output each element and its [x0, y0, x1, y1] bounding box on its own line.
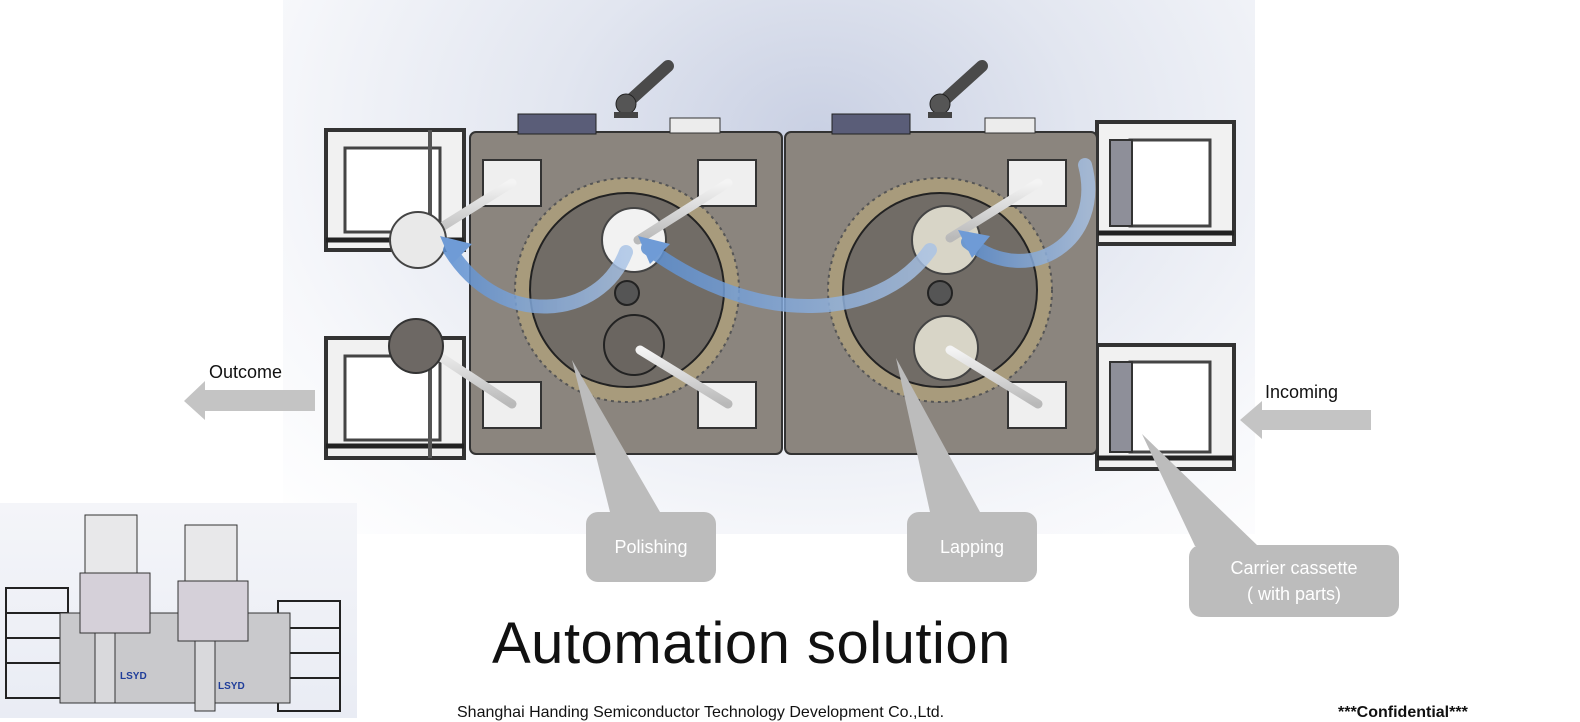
footer-company: Shanghai Handing Semiconductor Technolog… — [457, 704, 945, 721]
thumbnail-logo: LSYD — [120, 671, 147, 682]
incoming-cassette-rack-top — [1095, 120, 1236, 246]
outcome-label: Outcome — [209, 362, 283, 382]
polishing-callout: Polishing — [586, 512, 716, 582]
carrier-disc-out-top — [389, 211, 447, 269]
flow-arrowheads — [440, 230, 990, 264]
carrier-cassette-callout: Carrier cassette ( with parts) — [1189, 545, 1399, 617]
carrier-callout-line1: Carrier cassette — [1230, 558, 1358, 578]
incoming-cassette-rack-bottom — [1095, 343, 1236, 471]
lapping-machine — [784, 113, 1098, 455]
thumbnail-logo-2: LSYD — [218, 681, 245, 692]
robot-arm-left — [614, 60, 674, 118]
outcome-arrow — [184, 381, 315, 420]
carrier-disc-out-bottom — [388, 318, 444, 374]
flow-arrows — [443, 158, 1096, 314]
footer-confidential: ***Confidential*** — [1338, 704, 1468, 721]
machine-3d-thumbnail: LSYD LSYD — [0, 503, 357, 718]
incoming-label: Incoming — [1265, 382, 1339, 402]
lapping-pointer — [896, 358, 980, 512]
lapping-callout: Lapping — [907, 512, 1037, 582]
slide-title: Automation solution — [492, 611, 1011, 676]
polishing-pointer — [572, 360, 660, 512]
incoming-arrow — [1240, 401, 1371, 439]
robot-arm-right — [928, 60, 988, 118]
carrier-pointer — [1142, 434, 1258, 546]
carrier-callout-line2: ( with parts) — [1246, 584, 1342, 604]
